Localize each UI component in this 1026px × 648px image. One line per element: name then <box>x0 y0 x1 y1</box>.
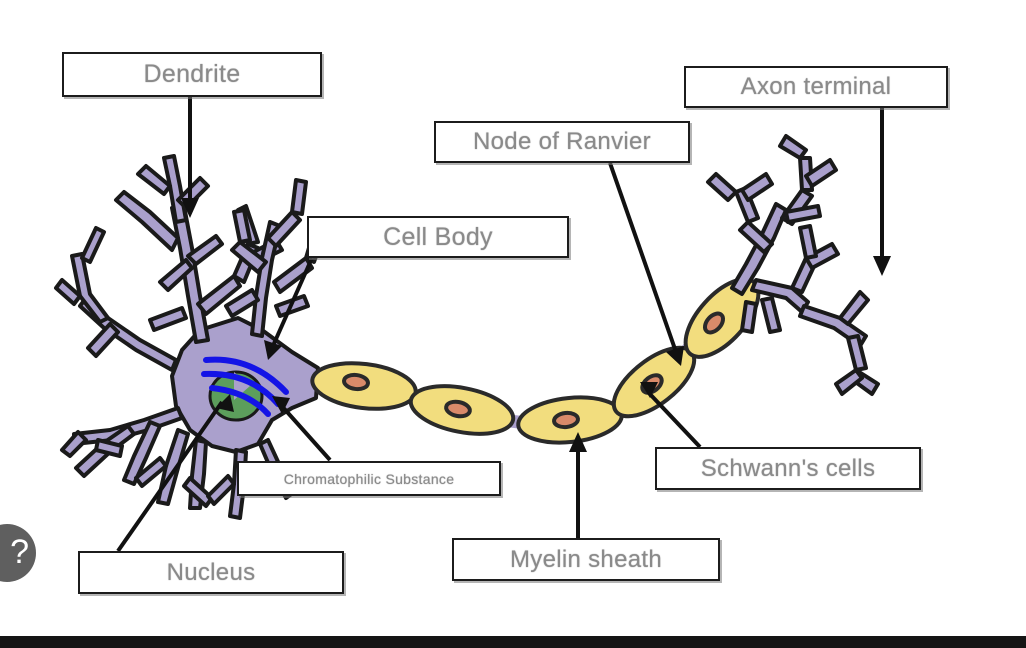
label-chromatophilic-substance-text: Chromatophilic Substance <box>283 470 455 487</box>
label-dendrite-text: Dendrite <box>143 60 241 88</box>
label-myelin-sheath[interactable]: Myelin sheath <box>452 538 720 581</box>
axon-terminal-arbor <box>706 134 880 396</box>
label-schwanns-cells-text: Schwann's cells <box>700 454 876 482</box>
arrowhead-schwanns-cells <box>640 382 658 398</box>
arrowhead-nucleus <box>216 394 234 412</box>
arrowhead-myelin-sheath <box>569 432 587 452</box>
schwann-cell-nucleus <box>444 399 472 419</box>
schwann-cell-nucleus <box>552 410 580 430</box>
arrowhead-dendrite <box>181 198 199 218</box>
label-node-of-ranvier[interactable]: Node of Ranvier <box>434 121 690 163</box>
schwann-cell-nucleus <box>702 311 726 335</box>
leader-cell-body <box>270 257 314 349</box>
arrowhead-chromatophilic <box>272 396 290 414</box>
label-nucleus-text: Nucleus <box>166 558 256 586</box>
dendrite-tree-lower-left <box>60 406 214 510</box>
axon-myelin-chain <box>307 277 761 445</box>
arrowhead-node-of-ranvier <box>666 346 684 366</box>
label-cell-body-text: Cell Body <box>383 222 493 251</box>
leader-arrowheads <box>181 198 891 452</box>
label-myelin-sheath-text: Myelin sheath <box>510 545 662 573</box>
label-cell-body[interactable]: Cell Body <box>307 216 569 258</box>
schwann-cell-nucleus <box>342 372 370 392</box>
label-node-of-ranvier-text: Node of Ranvier <box>473 128 651 155</box>
neuron-cell-group <box>54 134 880 520</box>
label-chromatophilic-substance[interactable]: Chromatophilic Substance <box>237 461 501 496</box>
label-dendrite[interactable]: Dendrite <box>62 52 322 97</box>
label-axon-terminal[interactable]: Axon terminal <box>684 66 948 108</box>
leader-nucleus <box>116 400 224 553</box>
label-schwanns-cells[interactable]: Schwann's cells <box>655 447 921 490</box>
leader-lines <box>116 97 884 553</box>
label-axon-terminal-text: Axon terminal <box>740 73 892 100</box>
leader-node-of-ranvier <box>608 162 678 353</box>
leader-chromatophilic <box>278 402 332 462</box>
dendrite-branch-far-left <box>54 226 178 372</box>
leader-schwanns-cells <box>646 390 702 449</box>
label-nucleus[interactable]: Nucleus <box>78 551 344 594</box>
bottom-bar <box>0 636 1026 648</box>
arrowhead-cell-body <box>264 340 282 360</box>
question-mark-icon: ? <box>10 533 29 571</box>
arrowhead-axon-terminal <box>873 256 891 276</box>
chromatophilic-substance-nissl <box>201 356 289 417</box>
